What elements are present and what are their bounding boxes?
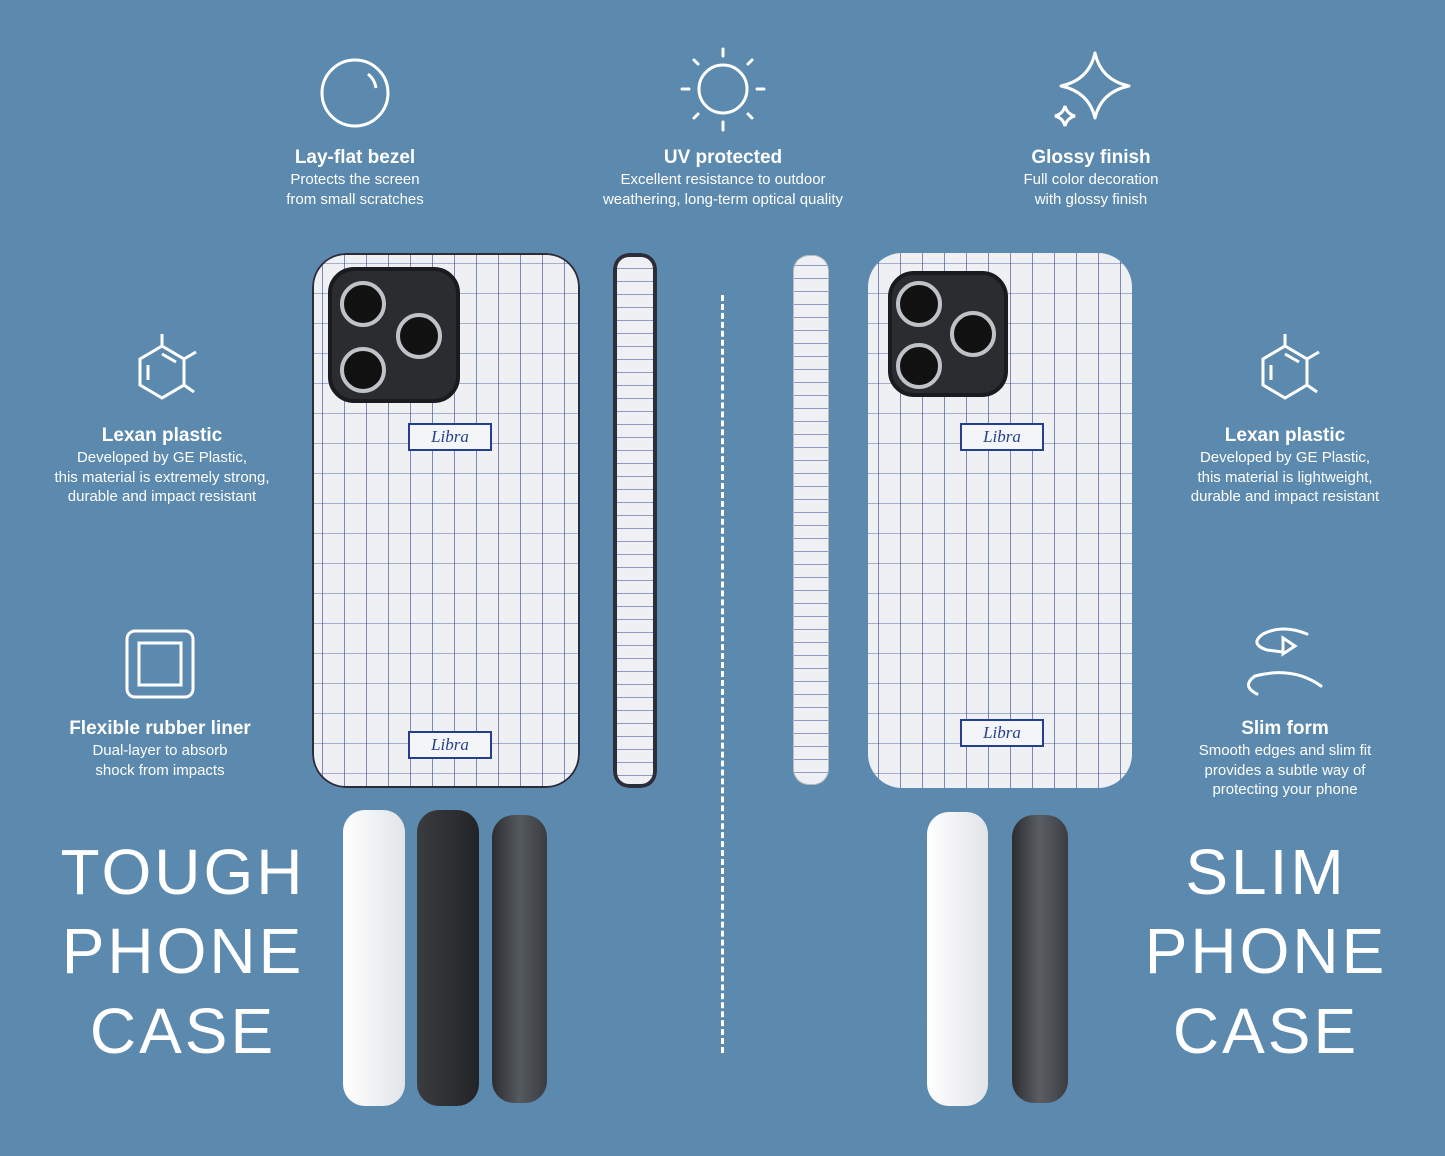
molecule-icon <box>138 334 197 400</box>
feature-slim-form: Slim form Smooth edges and slim fit prov… <box>1125 717 1445 800</box>
feature-desc: protecting your phone <box>1212 781 1358 798</box>
feature-desc: this material is extremely strong, <box>54 468 270 486</box>
square-icon <box>125 629 195 699</box>
artwork-label: Libra <box>960 423 1044 451</box>
tough-rubber-liner-image <box>417 810 479 1106</box>
slim-case-side-image <box>793 255 829 785</box>
sparkle-icon <box>1054 51 1131 127</box>
tough-case-side-image <box>613 253 657 788</box>
heading-line: CASE <box>1172 995 1360 1067</box>
feature-title: Lexan plastic <box>101 425 223 446</box>
feature-lexan-plastic-slim: Lexan plastic Developed by GE Plastic, t… <box>1125 424 1445 507</box>
sun-icon <box>680 47 766 132</box>
camera-module <box>888 271 1008 397</box>
circle-icon <box>320 58 390 128</box>
heading-line: PHONE <box>1144 915 1388 987</box>
feature-desc: durable and impact resistant <box>67 488 257 505</box>
feature-desc: Developed by GE Plastic, <box>1199 449 1371 466</box>
tough-back-image <box>492 815 547 1103</box>
feature-uv-protected: UV protected Excellent resistance to out… <box>563 146 883 209</box>
artwork-label: Libra <box>960 719 1044 747</box>
feature-desc: provides a subtle way of <box>1204 761 1366 779</box>
feature-desc: Dual-layer to absorb <box>92 742 228 759</box>
feature-desc: Protects the screen <box>290 171 420 188</box>
feature-title: Flexible rubber liner <box>69 718 251 739</box>
feature-desc: from small scratches <box>286 190 424 208</box>
feature-desc: shock from impacts <box>95 761 225 779</box>
feature-title: Lexan plastic <box>1224 425 1346 446</box>
slim-white-shell-image <box>927 812 988 1106</box>
feature-desc: Developed by GE Plastic, <box>76 449 248 466</box>
feature-lay-flat-bezel: Lay-flat bezel Protects the screen from … <box>195 146 515 209</box>
artwork-label: Libra <box>408 423 492 451</box>
feature-desc: Smooth edges and slim fit <box>1198 742 1372 759</box>
feature-title: UV protected <box>663 147 783 168</box>
rotate-icon <box>1247 627 1323 696</box>
heading-line: PHONE <box>61 915 305 987</box>
feature-desc: with glossy finish <box>1034 190 1148 208</box>
feature-lexan-plastic-tough: Lexan plastic Developed by GE Plastic, t… <box>2 424 322 507</box>
feature-desc: Excellent resistance to outdoor <box>620 171 826 188</box>
slim-back-image <box>1012 815 1068 1103</box>
feature-desc: durable and impact resistant <box>1190 488 1380 505</box>
camera-module <box>328 267 460 403</box>
feature-glossy-finish: Glossy finish Full color decoration with… <box>931 146 1251 209</box>
heading-line: TOUGH <box>60 836 306 908</box>
artwork-label: Libra <box>408 731 492 759</box>
feature-title: Slim form <box>1241 718 1329 739</box>
divider-dashed <box>721 295 724 1053</box>
feature-title: Lay-flat bezel <box>294 147 416 168</box>
molecule-icon <box>1261 334 1320 400</box>
heading-line: SLIM <box>1185 836 1347 908</box>
tough-case-front-image: Libra Libra <box>312 253 580 788</box>
feature-desc: Full color decoration <box>1023 171 1159 188</box>
slim-case-front-image: Libra Libra <box>868 253 1132 788</box>
feature-desc: this material is lightweight, <box>1197 468 1373 486</box>
tough-white-shell-image <box>343 810 405 1106</box>
feature-flexible-rubber-liner: Flexible rubber liner Dual-layer to abso… <box>0 717 320 780</box>
feature-title: Glossy finish <box>1031 147 1151 168</box>
feature-desc: weathering, long-term optical quality <box>602 190 844 208</box>
heading-line: CASE <box>89 995 277 1067</box>
